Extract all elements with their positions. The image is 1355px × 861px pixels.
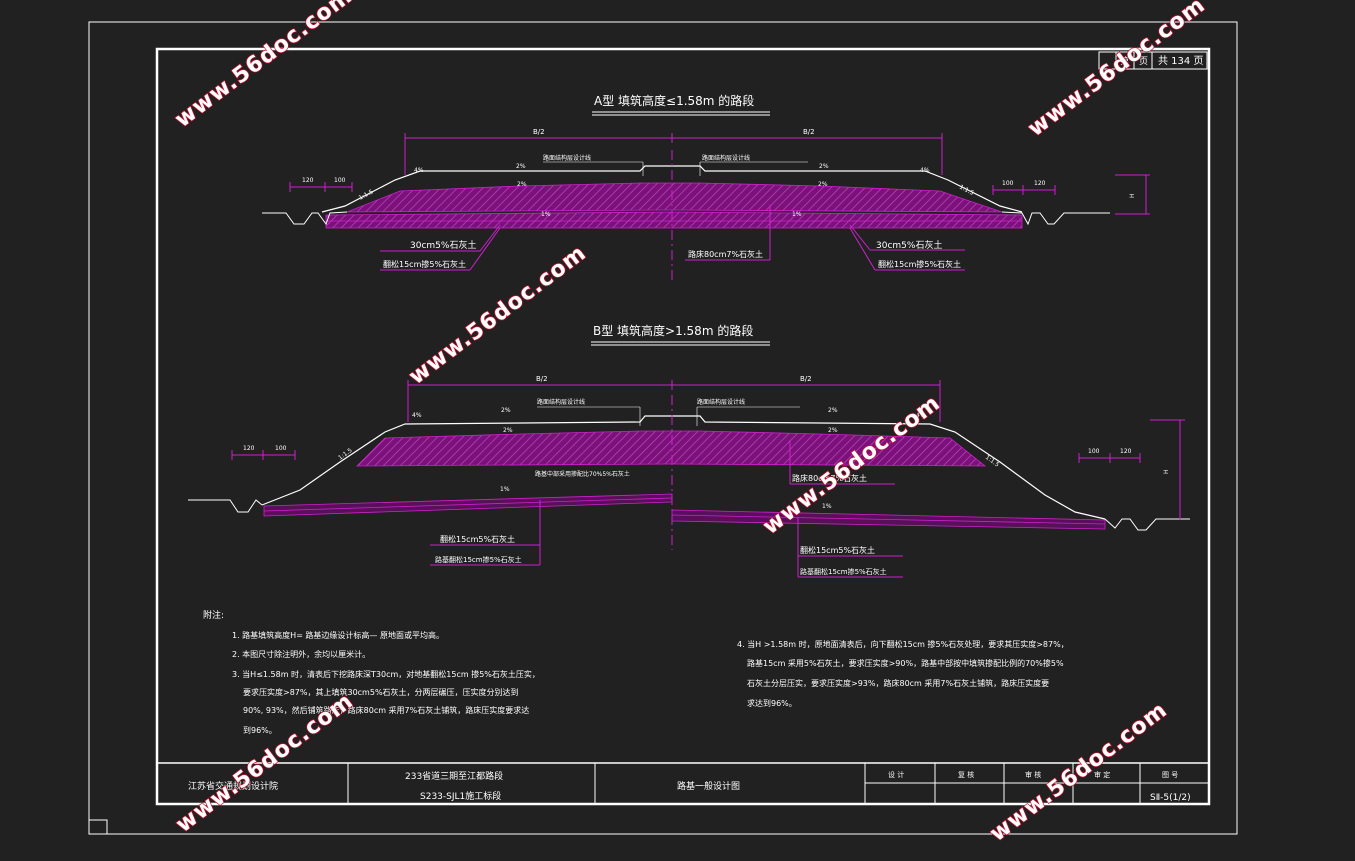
a-label-80cm: 路床80cm7%石灰土: [688, 249, 763, 259]
b-hatch-top: [356, 430, 987, 467]
watermark-2: www.56doc.com: [1024, 0, 1211, 142]
a-label-15cm-r: 翻松15cm掺5%石灰土: [878, 259, 961, 269]
a-slope-7: 1%: [792, 211, 802, 218]
a-slope-6: 2%: [818, 181, 828, 188]
a-slope-1: 4%: [414, 167, 424, 174]
b-label-15cm-l: 翻松15cm5%石灰土: [440, 534, 515, 544]
notes: 附注: 1. 路基填筑高度H= 路基边缘设计标高— 原地面或平均高。 2. 本图…: [203, 609, 1069, 735]
watermark-1: www.56doc.com: [171, 0, 358, 133]
inner-frame: [155, 47, 1211, 806]
a-half-left: B/2: [533, 128, 545, 136]
b-side-slope-l: 1:1.5: [337, 447, 354, 462]
b-slope-6: 2%: [828, 427, 838, 434]
b-slope-4: 1%: [500, 486, 510, 493]
a-dim-100-r: 100: [1002, 180, 1014, 187]
a-side-slope-l: 1:1.5: [358, 188, 375, 201]
header-check: 审 核: [1025, 770, 1041, 779]
a-pave-right: 路面结构层设计线: [702, 154, 750, 162]
b-label-15cm-b-l: 路基翻松15cm掺5%石灰土: [435, 555, 522, 564]
header-number: 图 号: [1162, 771, 1178, 779]
project-name: 233省道三期至江都路段: [405, 770, 503, 782]
b-slope-2: 2%: [501, 407, 511, 414]
note-1: 1. 路基填筑高度H= 路基边缘设计标高— 原地面或平均高。: [232, 630, 444, 640]
b-label-15cm-b-r: 路基翻松15cm掺5%石灰土: [800, 567, 887, 576]
a-dim-120-l: 120: [302, 177, 314, 184]
b-slope-3: 2%: [503, 427, 513, 434]
a-label-30cm-r: 30cm5%石灰土: [876, 239, 942, 251]
b-dim-120-l: 120: [243, 445, 255, 452]
b-dim-120-r: 120: [1120, 448, 1132, 455]
a-slope-8: 4%: [920, 167, 930, 174]
b-half-right: B/2: [800, 375, 812, 383]
b-height-mark: H: [1163, 469, 1170, 474]
a-slope-2: 2%: [516, 163, 526, 170]
b-label-mid: 路基中部采用掺配比70%5%石灰土: [535, 470, 630, 478]
notes-heading: 附注:: [203, 609, 224, 621]
b-slope-7: 1%: [822, 503, 832, 510]
note-4b: 路基15cm 采用5%石灰土，要求压实度>90%，路基中部按中填筑掺配比例的70…: [747, 658, 1064, 668]
a-label-30cm-l: 30cm5%石灰土: [410, 239, 476, 251]
section-a: A型 填筑高度≤1.58m 的路段 B/2 B/2 4% 2% 2% 1% 2%…: [262, 93, 1150, 280]
a-ground-right: [1001, 211, 1110, 226]
a-slope-4: 1%: [541, 211, 551, 218]
drawing-title: 路基一般设计图: [677, 780, 740, 792]
b-slope-5: 2%: [828, 407, 838, 414]
a-dim-120-r: 120: [1034, 180, 1046, 187]
section-b-title: B型 填筑高度>1.58m 的路段: [593, 323, 753, 338]
note-4d: 求达到96%。: [747, 698, 797, 708]
note-3d: 到96%。: [243, 726, 277, 735]
b-ground-right: [1104, 518, 1190, 531]
section-a-title: A型 填筑高度≤1.58m 的路段: [594, 93, 754, 108]
watermark-6: www.56doc.com: [986, 698, 1173, 847]
a-pave-left: 路面结构层设计线: [543, 154, 591, 162]
a-side-slope-r: 1:1.5: [958, 184, 975, 197]
title-block: 江苏省交通规划设计院 233省道三期至江都路段 S233-SJL1施工标段 路基…: [157, 762, 1209, 804]
a-slope-3: 2%: [517, 181, 527, 188]
b-dim-100-r: 100: [1088, 448, 1100, 455]
note-4a: 4. 当H >1.58m 时，原地面清表后，向下翻松15cm 掺5%石灰处理，要…: [737, 639, 1069, 649]
outer-frame: [88, 21, 1238, 835]
b-side-slope-r: 1:1.5: [984, 454, 1001, 469]
b-label-80cm: 路床80cm7%石灰土: [792, 473, 867, 483]
corner-mark-bl: [88, 819, 108, 835]
a-ground-left: [262, 211, 348, 226]
note-3b: 要求压实度>87%，其上填筑30cm5%石灰土，分两层碾压，压实度分别达到: [243, 687, 519, 697]
drawing-number: SⅡ-5(1/2): [1150, 793, 1191, 803]
page-label: 第: [1120, 55, 1129, 67]
section-b: B型 填筑高度>1.58m 的路段 B/2 B/2 4% 2% 2% 1% 2%…: [188, 323, 1190, 578]
a-hatch-top: [346, 182, 1003, 213]
header-design: 设 计: [888, 770, 904, 779]
a-height-mark: H: [1129, 193, 1136, 198]
b-pave-right: 路面结构层设计线: [697, 398, 745, 406]
a-label-15cm-l: 翻松15cm掺5%石灰土: [383, 259, 466, 269]
b-surface: [261, 415, 1106, 520]
b-half-left: B/2: [536, 375, 548, 383]
header-approve: 审 定: [1094, 770, 1110, 779]
note-4c: 石灰土分层压实，要求压实度>93%，路床80cm 采用7%石灰土铺筑，路床压实度…: [747, 678, 1049, 688]
page-box: 第 页 共 134 页: [1098, 51, 1208, 70]
note-3c: 90%, 93%，然后铺筑路床，路床80cm 采用7%石灰土铺筑，路床压实度要求…: [243, 705, 529, 715]
b-slope-1: 4%: [412, 412, 422, 419]
b-label-15cm-r: 翻松15cm5%石灰土: [800, 545, 875, 555]
a-hatch-base: [325, 211, 1023, 229]
page-label-2: 页: [1139, 56, 1148, 67]
b-ground-left: [188, 499, 263, 513]
b-dim-100-l: 100: [275, 445, 287, 452]
b-band-left: [263, 493, 673, 517]
b-slope-8: 4%: [916, 412, 926, 419]
header-review: 复 核: [958, 770, 974, 779]
institute-name: 江苏省交通规划设计院: [188, 780, 278, 792]
note-3a: 3. 当H≤1.58m 时，清表后下挖路床深T30cm，对地基翻松15cm 掺5…: [232, 669, 540, 679]
a-slope-5: 2%: [819, 163, 829, 170]
watermarks: www.56doc.com www.56doc.com www.56doc.co…: [170, 0, 1211, 847]
contract-name: S233-SJL1施工标段: [420, 790, 501, 802]
note-2: 2. 本图尺寸除注明外，余均以厘米计。: [232, 649, 370, 659]
b-pave-left: 路面结构层设计线: [537, 398, 585, 406]
a-dim-100-l: 100: [334, 177, 346, 184]
total-pages: 共 134 页: [1158, 55, 1203, 67]
a-half-right: B/2: [803, 128, 815, 136]
